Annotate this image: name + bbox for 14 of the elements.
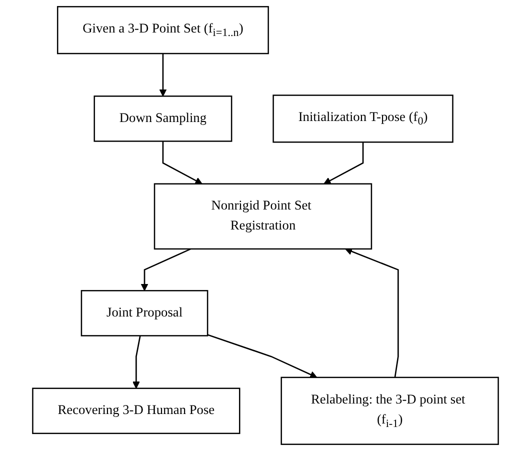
arrow xyxy=(159,54,167,96)
arrow xyxy=(207,334,318,378)
arrow xyxy=(324,142,364,184)
arrow xyxy=(132,336,141,389)
node-box: Relabeling: the 3-D point set (f$_{i-1}$) xyxy=(280,376,499,445)
arrow xyxy=(345,248,399,378)
node-box: Initialization T-pose (f$_{0}$) xyxy=(272,94,454,143)
arrow xyxy=(140,248,192,291)
node-box: Given a 3-D Point Set (f$_{i=1..n}$) xyxy=(56,6,269,54)
node-box: Down Sampling xyxy=(94,96,232,142)
node-box: Nonrigid Point Set Registration xyxy=(154,183,372,250)
node-box: Joint Proposal xyxy=(80,290,208,336)
arrow xyxy=(162,141,202,184)
node-box: Recovering 3-D Human Pose xyxy=(32,388,240,434)
